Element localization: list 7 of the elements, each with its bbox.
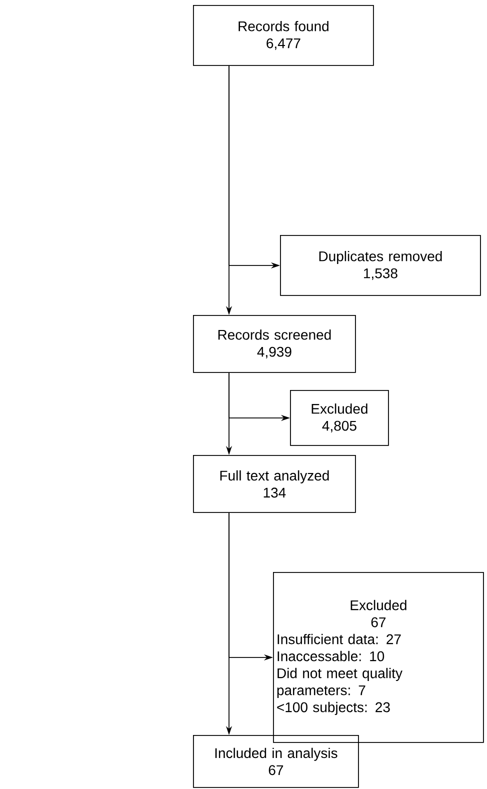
process-box: Full text analyzed 134 [193,455,356,513]
process-box: Records found 6,477 [193,5,374,66]
process-box: Records screened 4,939 [193,315,356,373]
process-box: Included in analysis 67 [193,735,359,788]
process-box: Excluded 67 Insufficient data: 27 Inaccessable: 10 Did not meet quality parameters: 7 <100 subjects: 23 [273,572,484,743]
process-box: Duplicates removed 1,538 [280,235,481,296]
process-box: Excluded 4,805 [290,390,389,446]
